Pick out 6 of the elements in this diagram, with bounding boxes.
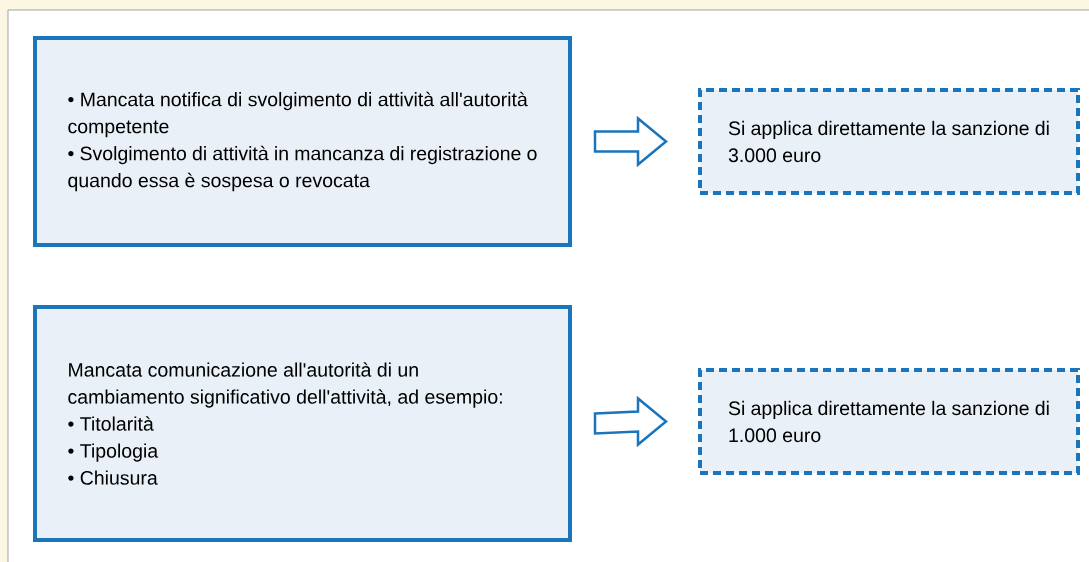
dashed-box: Si applica direttamente la sanzione di 1.000 euro <box>698 368 1080 475</box>
text-box: • Mancata notifica di svolgimento di attività all'autorità competente • Svolgimento di attività in mancanza di registrazione o quando essa è sospesa o revocata <box>33 36 572 247</box>
dashed-box: Si applica direttamente la sanzione di 3.000 euro <box>698 88 1080 195</box>
text-box: Mancata comunicazione all'autorità di un cambiamento significativo dell'attività, ad esempio: • Titolarità • Tipologia • Chiusura <box>33 305 572 542</box>
hollow-arrow <box>593 395 668 448</box>
hollow-arrow <box>593 115 668 168</box>
